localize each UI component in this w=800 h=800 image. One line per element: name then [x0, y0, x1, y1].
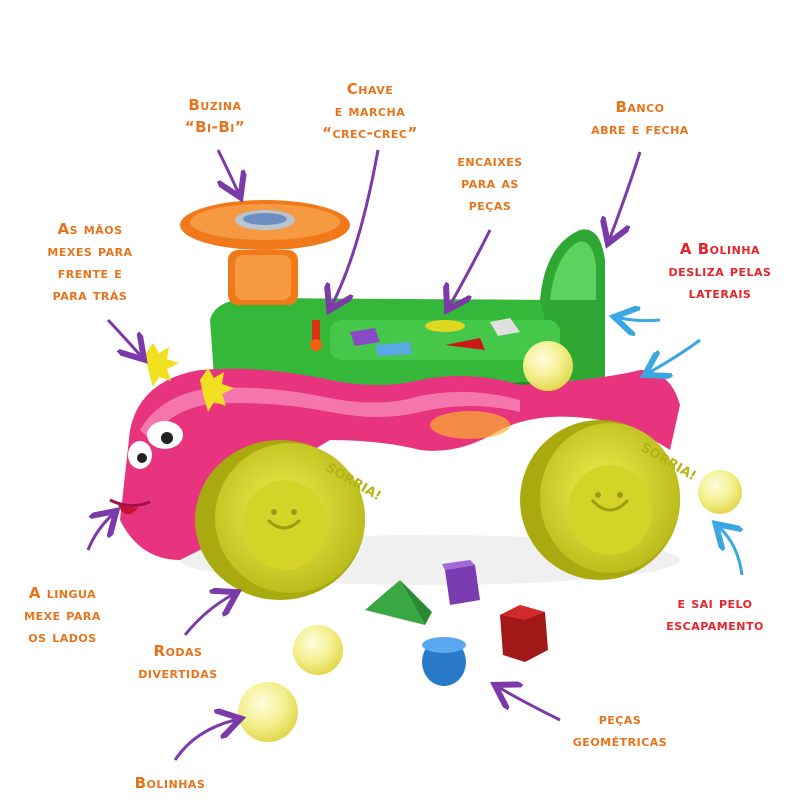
label-pecas-line: peças — [598, 710, 642, 728]
label-rodas: Rodas divertidas — [118, 640, 238, 684]
ball-channel — [430, 411, 510, 439]
front-wheel — [195, 440, 365, 600]
label-escapamento-line: e sai pelo — [677, 594, 753, 612]
label-escapamento-line: escapamento — [666, 616, 764, 634]
label-maos-line: mexes para — [47, 242, 133, 260]
label-encaixes-line: peças — [468, 196, 512, 214]
label-buzina: Buzina “Bi-Bi” — [150, 94, 280, 138]
label-rodas-line: divertidas — [138, 664, 218, 682]
label-pecas: peças geométricas — [545, 708, 695, 752]
exhaust-ball — [698, 470, 742, 514]
label-bolinha-line: desliza pelas — [668, 262, 772, 280]
label-chave-line: “crec-crec” — [322, 124, 418, 142]
label-buzina-line: “Bi-Bi” — [184, 118, 246, 136]
callout-arrows — [86, 149, 744, 761]
hand-antennae — [145, 343, 234, 412]
label-encaixes-line: para as — [461, 174, 519, 192]
label-chave-line: Chave — [346, 80, 394, 98]
rear-wheel — [520, 420, 680, 580]
side-ball — [523, 341, 573, 391]
label-escapamento: e sai pelo escapamento — [640, 592, 790, 636]
label-maos: As mãos mexes para frente e para trás — [25, 218, 155, 306]
label-chave: Chave e marcha “crec-crec” — [300, 78, 440, 144]
label-chave-line: e marcha — [334, 102, 406, 120]
loose-ball-2 — [238, 682, 298, 742]
label-banco-line: abre e fecha — [591, 120, 689, 138]
loose-ball-1 — [293, 625, 343, 675]
label-encaixes: encaixes para as peças — [430, 150, 550, 216]
label-maos-line: para trás — [52, 286, 128, 304]
geometric-pieces — [365, 560, 548, 686]
pink-body — [109, 368, 680, 560]
label-encaixes-line: encaixes — [457, 152, 523, 170]
label-maos-line: As mãos — [57, 220, 123, 238]
label-buzina-line: Buzina — [188, 96, 242, 114]
gear-lever — [310, 320, 322, 351]
label-pecas-line: geométricas — [572, 732, 668, 750]
shape-slots — [350, 318, 520, 356]
label-rodas-line: Rodas — [153, 642, 203, 660]
label-lingua-line: os lados — [28, 628, 97, 646]
steering-wheel — [180, 200, 350, 305]
label-bolinha: A Bolinha desliza pelas laterais — [645, 238, 795, 304]
label-banco: Banco abre e fecha — [570, 96, 710, 140]
label-banco-line: Banco — [615, 98, 665, 116]
label-bolinha-line: laterais — [688, 284, 752, 302]
label-bolinha-line: A Bolinha — [679, 240, 761, 258]
label-lingua: A lingua mexe para os lados — [5, 582, 120, 648]
label-bolinhas-line: Bolinhas — [134, 774, 206, 792]
label-lingua-line: A lingua — [28, 584, 97, 602]
label-bolinhas: Bolinhas — [110, 772, 230, 794]
label-maos-line: frente e — [57, 264, 123, 282]
label-lingua-line: mexe para — [24, 606, 101, 624]
